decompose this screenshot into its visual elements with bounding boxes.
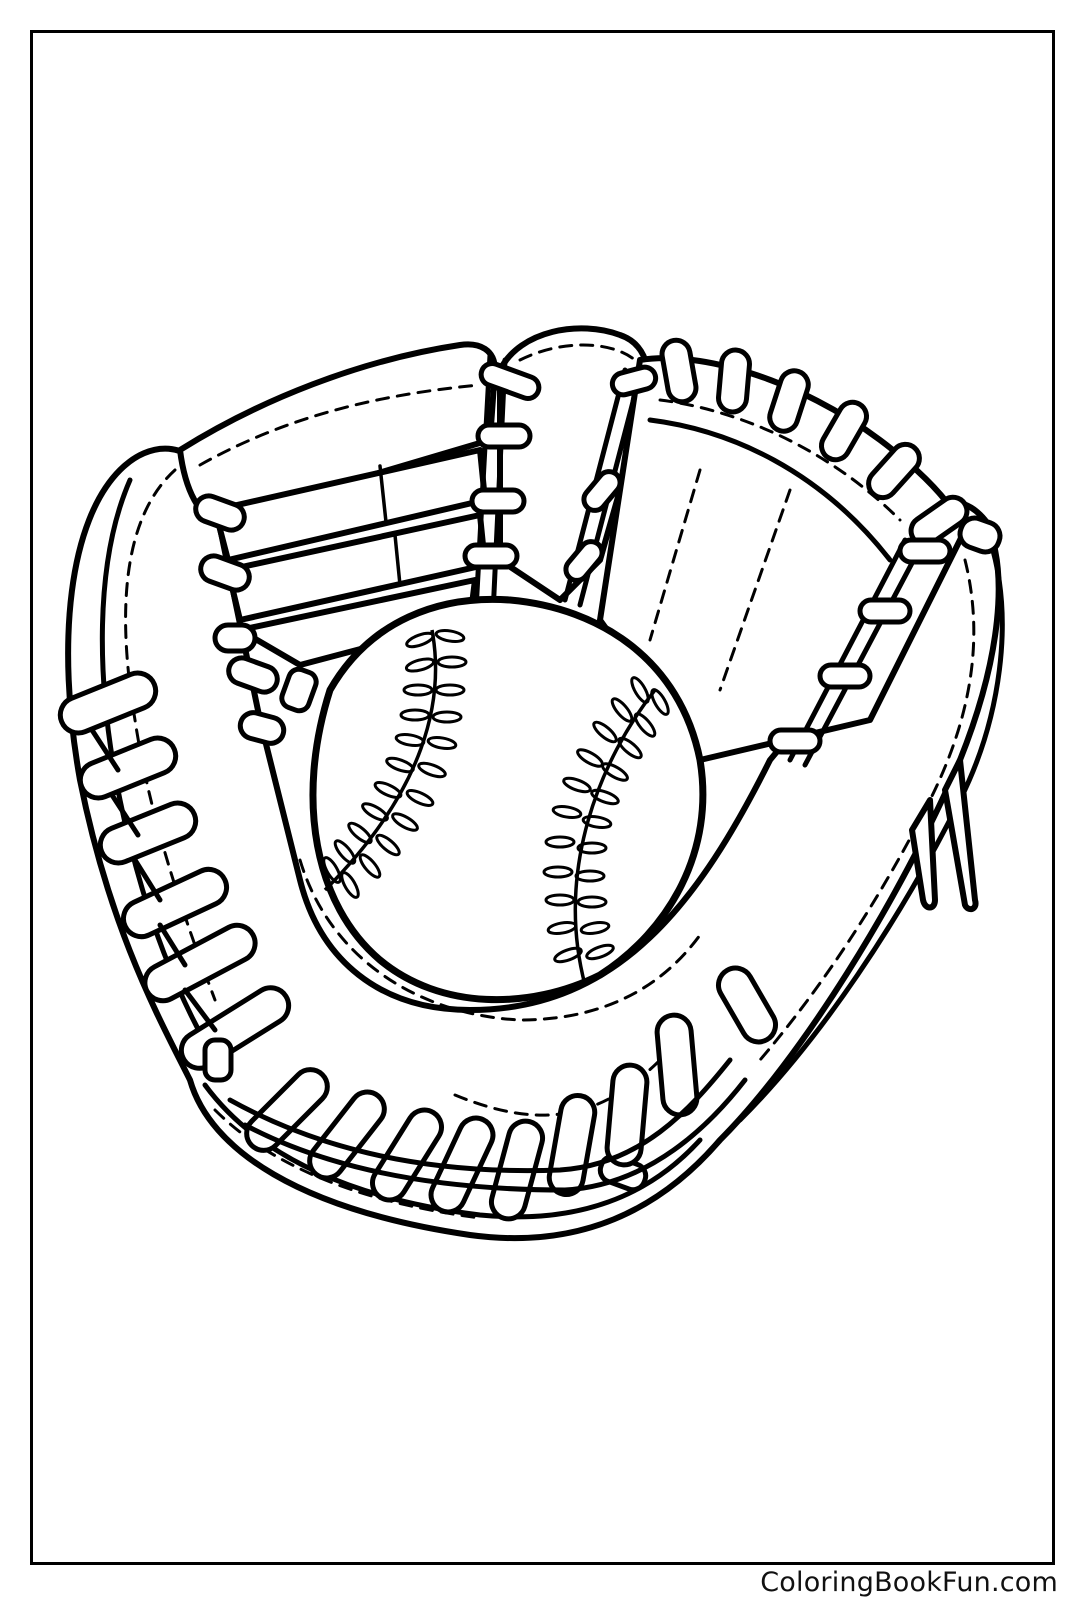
baseball-icon xyxy=(298,595,707,1022)
baseball-glove-icon xyxy=(57,325,1005,1242)
watermark: ColoringBookFun.com xyxy=(760,1567,1058,1598)
